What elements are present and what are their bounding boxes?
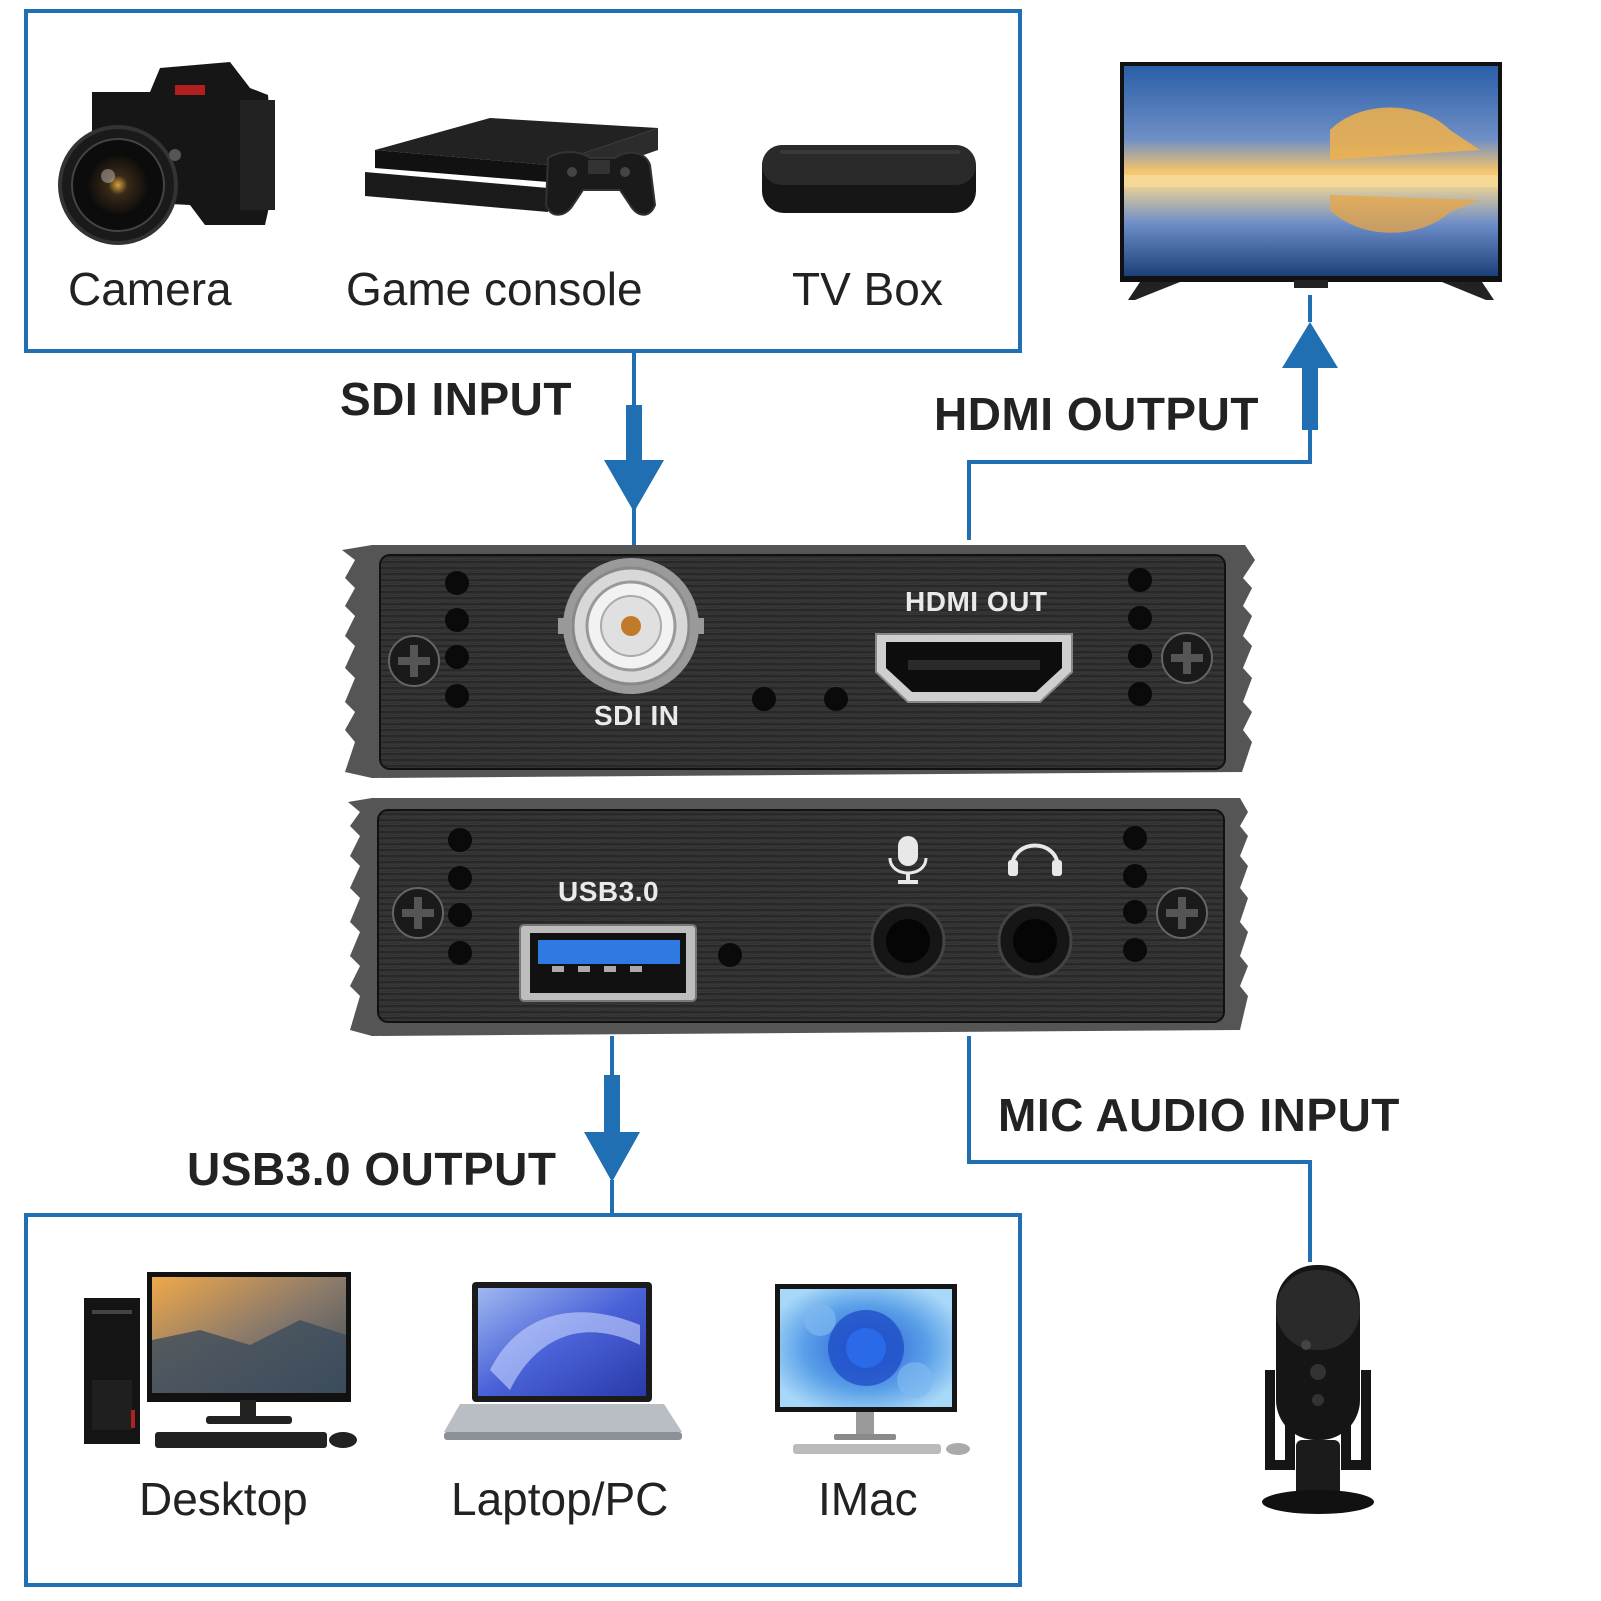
device-label-imac: IMac	[818, 1473, 918, 1525]
output-devices-box	[24, 1213, 1022, 1587]
screw-icon	[1161, 632, 1213, 684]
headphone-icon	[1008, 843, 1062, 876]
device-back-panel	[348, 798, 1248, 1036]
device-label-camera: Camera	[68, 263, 232, 315]
desktop-computer-icon	[84, 1272, 357, 1448]
port-label-sdi-in: SDI IN	[594, 700, 680, 731]
flow-label-hdmi-output: HDMI OUTPUT	[934, 388, 1259, 440]
camera-icon	[58, 62, 275, 245]
device-front-panel	[342, 545, 1255, 778]
device-label-laptop: Laptop/PC	[451, 1473, 669, 1525]
microphone-icon	[888, 836, 928, 884]
flow-label-mic-audio-input: MIC AUDIO INPUT	[998, 1089, 1400, 1141]
device-label-game-console: Game console	[346, 263, 643, 315]
mic-jack	[870, 903, 946, 979]
sdi-input-connector	[604, 351, 664, 545]
television-icon	[1120, 62, 1502, 300]
mic-input-connector	[967, 1036, 1312, 1262]
laptop-icon	[444, 1282, 682, 1440]
device-label-tv-box: TV Box	[792, 263, 943, 315]
hdmi-port	[875, 633, 1073, 703]
screw-icon	[1156, 887, 1208, 939]
input-devices-box	[24, 9, 1022, 353]
imac-icon	[775, 1284, 970, 1455]
tv-box-icon	[762, 145, 976, 213]
flow-label-sdi-input: SDI INPUT	[340, 373, 572, 425]
flow-label-usb-output: USB3.0 OUTPUT	[187, 1143, 557, 1195]
usb-microphone-icon	[1262, 1265, 1374, 1514]
game-console-icon	[365, 118, 658, 216]
screw-icon	[392, 887, 444, 939]
port-label-hdmi-out: HDMI OUT	[905, 586, 1048, 617]
usb3-port	[519, 924, 697, 1002]
headphone-jack	[997, 903, 1073, 979]
sdi-bnc-port	[558, 558, 704, 694]
usb-output-connector	[584, 1036, 640, 1215]
port-label-usb3: USB3.0	[558, 876, 660, 907]
device-label-desktop: Desktop	[139, 1473, 308, 1525]
screw-icon	[388, 635, 440, 687]
hdmi-output-connector	[967, 295, 1338, 540]
